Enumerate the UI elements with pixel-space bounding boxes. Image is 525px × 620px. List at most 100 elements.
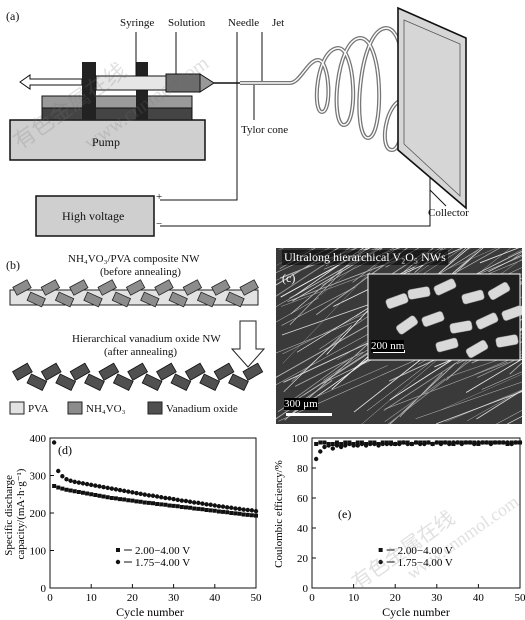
high-voltage-box [35,195,155,237]
data-point-square [216,509,221,514]
nh4vo3-crystal [12,279,32,296]
y-tick-label: 200 [30,508,47,520]
nh4vo3-crystal [97,279,117,296]
data-point-circle [351,443,356,448]
vanadium-oxide-crystal [228,373,249,391]
data-point-circle [376,443,381,448]
minus-terminal: − [156,218,163,230]
panel-b-top-title-2: (before annealing) [100,266,181,278]
sem-nanowire [445,389,522,423]
vanadium-oxide-crystal [12,362,33,381]
wire-needle [160,83,238,201]
data-point-circle [233,506,238,511]
inset-rod [495,334,519,348]
sem-nanowire [384,361,508,410]
sem-nanowire [283,325,352,393]
wire-collector [160,178,431,227]
nh4vo3-crystal [211,279,231,296]
inset-rods [385,278,522,358]
sem-nanowire [276,248,330,273]
legend-marker-circle [115,559,121,565]
data-point-circle [326,443,331,448]
chart-e-legend: 2.00−4.00 V1.75−4.00 V [378,545,453,569]
data-point-square [200,507,205,512]
data-point-circle [434,440,439,445]
data-point-circle [467,440,473,445]
collector-label: Collector [428,207,469,219]
sem-nanowire [481,371,522,390]
legend-swatch-vanadium-oxide [147,401,163,415]
data-point-circle [154,494,160,499]
data-point-circle [89,482,94,488]
data-point-square [167,503,172,508]
vanadium-oxide-crystal [199,373,221,391]
x-tick-label: 50 [251,592,263,604]
panel-b-bottom-title-2: (after annealing) [104,346,177,358]
data-point-circle [163,495,168,501]
data-point-square [126,498,131,503]
inset-rod [396,315,418,335]
data-point-square [85,491,90,496]
legend-label: 1.75−4.00 V [135,557,190,569]
data-point-circle [175,497,180,503]
data-point-square [64,487,69,492]
inset-rod [487,282,511,300]
main-scale-label: 300 μm [284,398,318,410]
nh4vo3-crystal [168,291,188,308]
nh4vo3-crystal [154,279,174,296]
data-point-square [93,493,98,497]
data-point-circle [430,441,435,447]
data-point-square [146,500,151,505]
data-point-circle [384,441,390,447]
data-point-circle [501,440,506,445]
data-point-square [113,496,118,501]
inset-rod [385,293,409,309]
sem-nanowire [280,273,370,307]
data-point-square [171,503,176,508]
legend-marker-square [115,548,120,552]
data-point-circle [150,493,156,498]
data-point-circle [237,506,242,512]
legend-label-vanadium-oxide: Vanadium oxide [166,403,238,415]
pump-post-left [82,62,96,120]
x-tick-label: 0 [309,592,315,604]
sem-nanowire [440,373,522,411]
data-point-square [68,488,73,493]
data-point-circle [513,440,519,445]
inset-rod [501,305,522,321]
data-point-circle [196,500,201,506]
data-point-square [318,440,323,445]
data-point-square [76,490,81,494]
data-point-square [188,505,193,510]
data-point-circle [192,500,197,505]
data-point-square [138,499,143,504]
vanadium-oxide-crystal [127,362,149,381]
chart-e-frame [311,437,521,589]
legend-marker-circle [378,559,383,565]
data-point-square [343,440,348,445]
data-point-square [355,440,360,445]
data-point-square [179,505,184,509]
y-tick-label: 60 [297,493,309,505]
data-point-circle [368,441,373,447]
data-point-circle [359,441,365,447]
chart-d-ylabel: Specific discharge capacity/(mA·h·g⁻¹) [3,468,27,559]
panel-c-label: (c) [282,271,296,285]
data-point-square [196,506,201,511]
chart-d-ylabel-line2: capacity/(mA·h·g⁻¹) [15,468,27,559]
needle-label: Needle [228,17,260,29]
data-point-circle [463,440,469,445]
data-point-square [322,440,327,445]
taylor-cone-label: Tylor cone [241,124,289,136]
data-point-square [118,497,123,502]
data-point-circle [330,446,335,451]
collector-plate [397,6,467,210]
panel-b-bottom-title-1: Hierarchical vanadium oxide NW [72,333,221,345]
data-point-square [56,485,61,490]
data-point-circle [117,487,123,493]
data-point-circle [480,440,485,445]
data-point-square [155,502,160,506]
data-point-circle [179,498,185,503]
sem-nanowire [294,351,364,387]
data-point-circle [455,440,460,445]
